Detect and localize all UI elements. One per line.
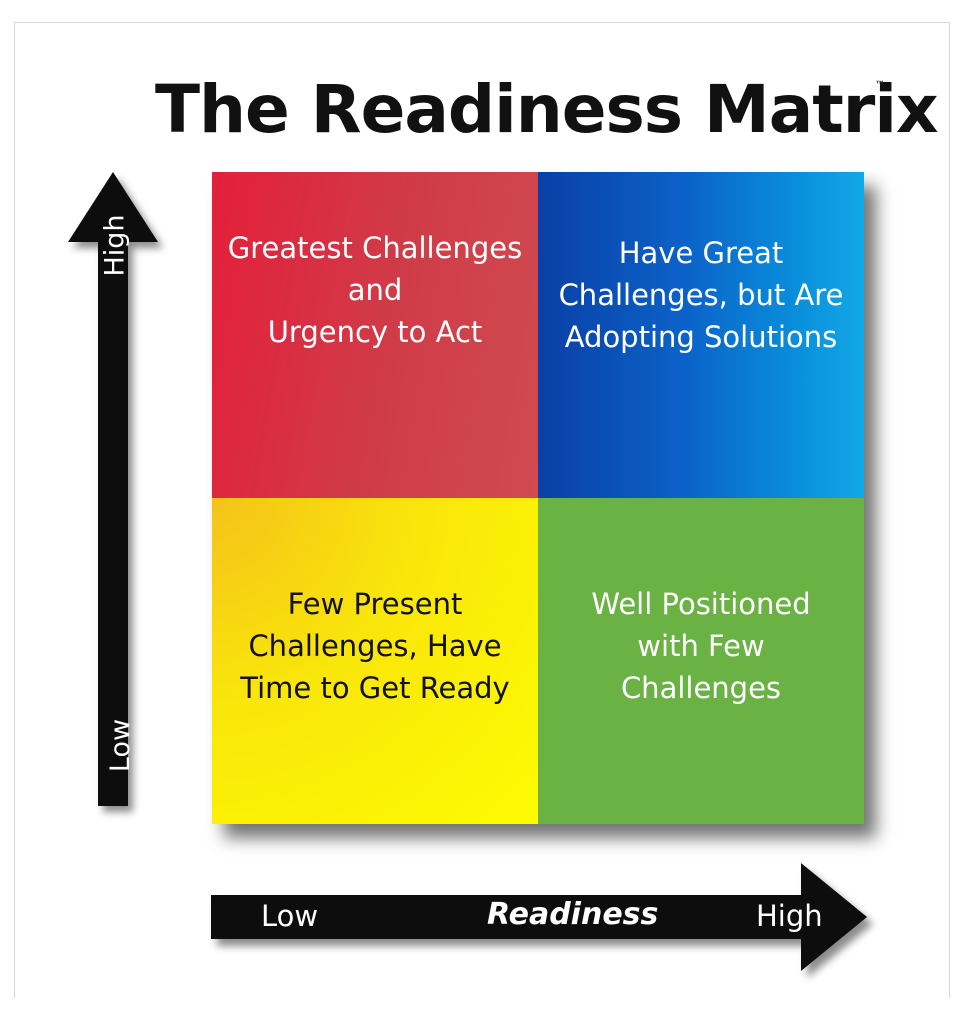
readiness-high-label: High	[756, 899, 823, 933]
readiness-arrow-shape	[211, 863, 867, 971]
vulnerability-low-label: Low	[105, 718, 137, 773]
quadrant-bottom-left-text: Few Present Challenges, Have Time to Get…	[240, 587, 510, 705]
vulnerability-axis-arrow	[68, 172, 158, 806]
quadrant-bottom-right-text: Well Positioned with Few Challenges	[591, 587, 811, 705]
vulnerability-arrow-shape	[68, 172, 158, 806]
vulnerability-axis-label: Vulnerability	[150, 374, 186, 591]
quadrant-top-right: Have Great Challenges, but Are Adopting …	[538, 172, 864, 498]
readiness-low-label: Low	[261, 899, 319, 933]
readiness-matrix: Greatest Challenges and Urgency to Act H…	[212, 172, 864, 824]
figure-frame	[14, 22, 950, 998]
quadrant-top-left: Greatest Challenges and Urgency to Act	[212, 172, 538, 498]
quadrant-top-left-text: Greatest Challenges and Urgency to Act	[227, 231, 523, 349]
page-title: The Readiness Matrix	[155, 71, 939, 148]
readiness-axis-arrow	[211, 863, 867, 971]
quadrant-bottom-left: Few Present Challenges, Have Time to Get…	[212, 498, 538, 824]
quadrant-top-right-text: Have Great Challenges, but Are Adopting …	[558, 236, 844, 354]
quadrant-bottom-right: Well Positioned with Few Challenges	[538, 498, 864, 824]
trademark-mark: ™	[875, 80, 885, 91]
readiness-axis-label: Readiness	[487, 897, 659, 932]
vulnerability-high-label: High	[99, 214, 131, 277]
